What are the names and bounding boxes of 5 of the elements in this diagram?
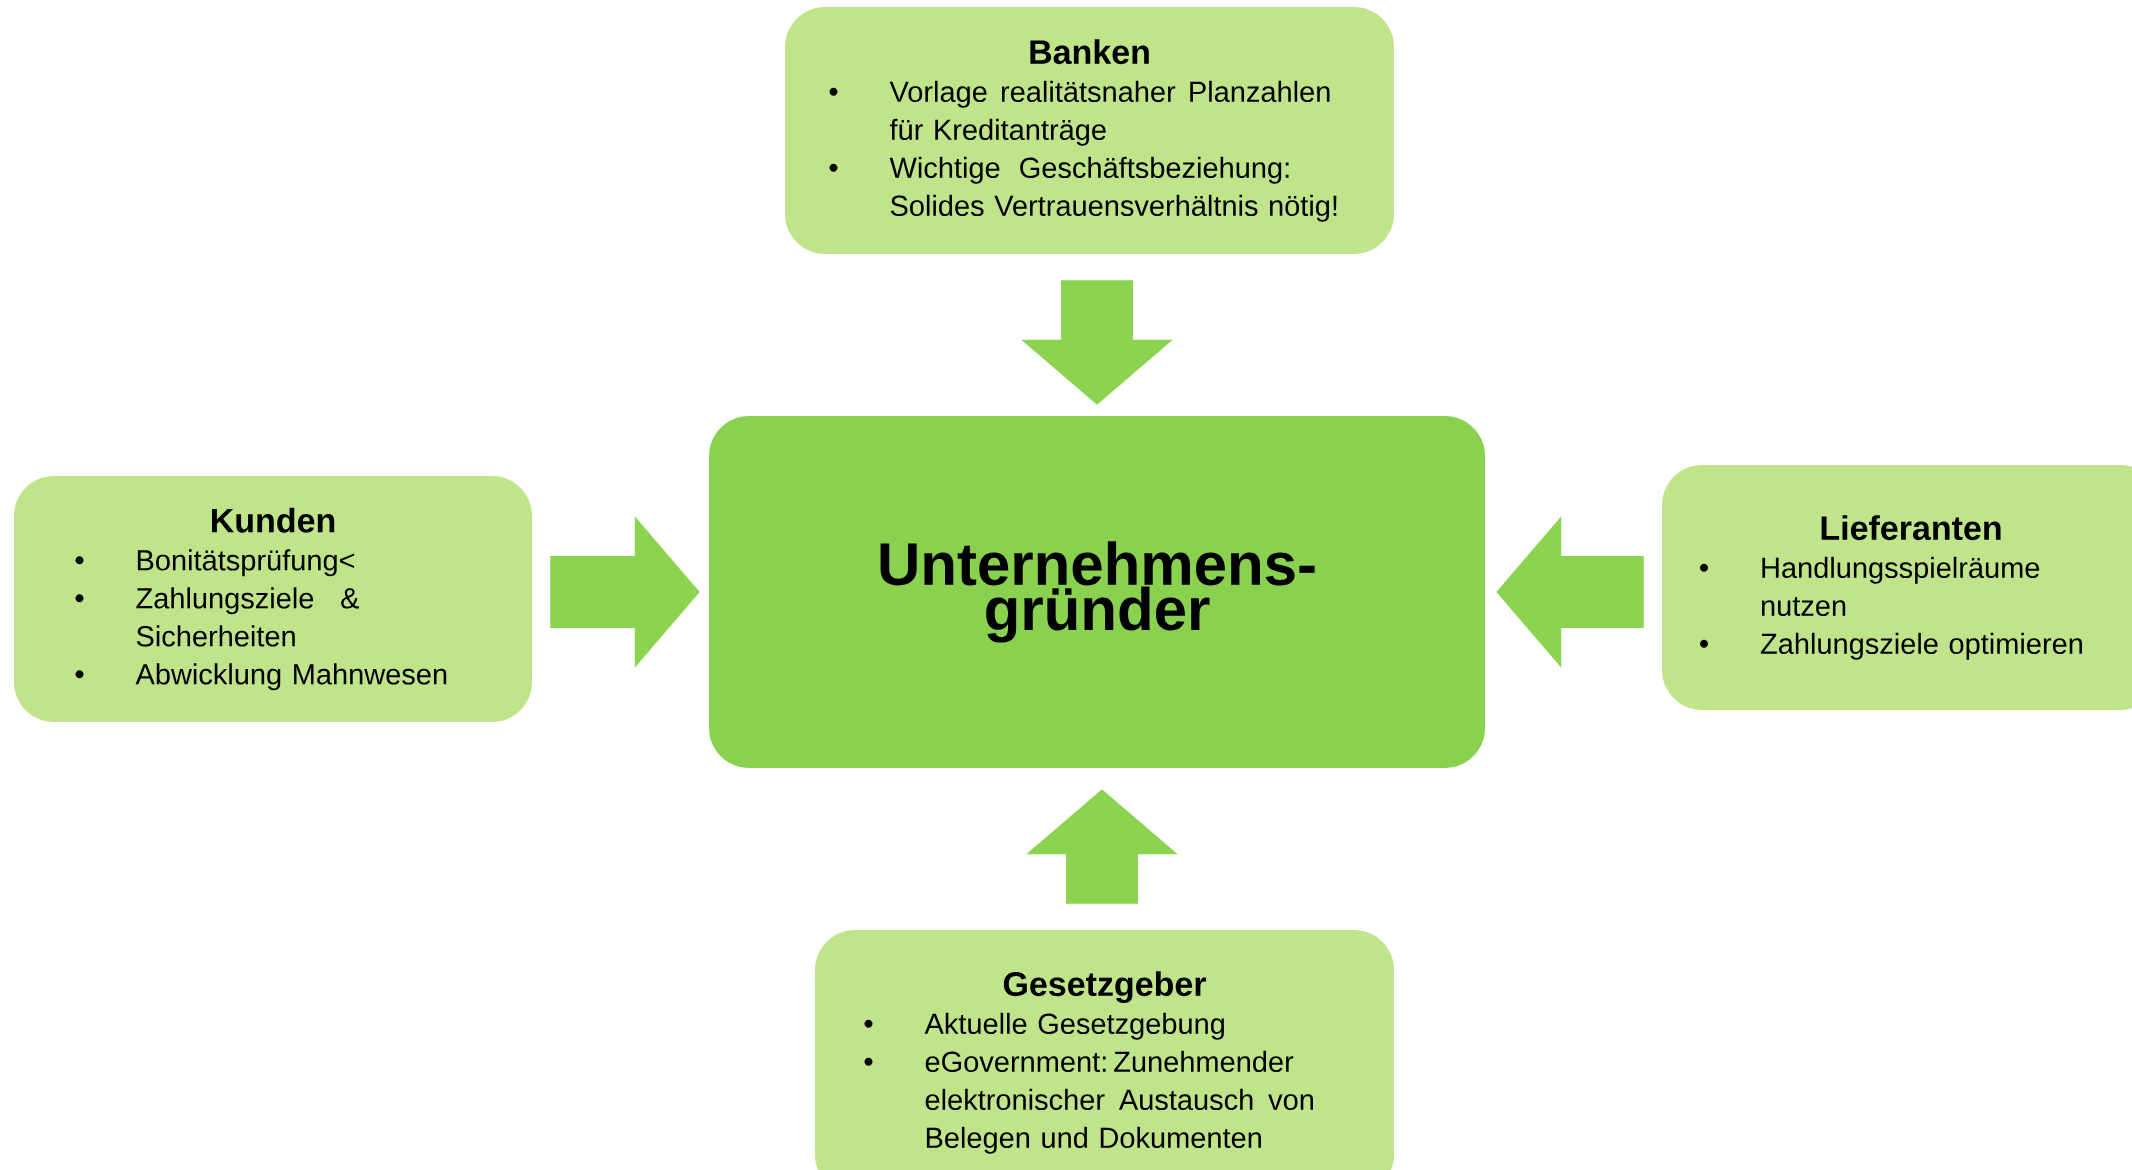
info-box: Banken Vorlage realitätsnaher Planzahlen für Kreditanträge Wichtige Geschäftsbeziehung: Solides Vertrauensverhältnis nötig! xyxy=(785,7,1394,254)
info-box: Gesetzgeber Aktuelle Gesetzgebung eGovernment: Zunehmender elektronischer Austausch von Belegen und Dokumenten xyxy=(815,930,1394,1170)
center-box: Unternehmens-gründer xyxy=(709,416,1485,768)
info-box: Kunden Bonitätsprüfung< Zahlungsziele & Sicherheiten Abwicklung Mahnwesen xyxy=(14,476,532,722)
info-box: Lieferanten Handlungsspielräume nutzen Zahlungsziele optimieren xyxy=(1662,465,2132,710)
